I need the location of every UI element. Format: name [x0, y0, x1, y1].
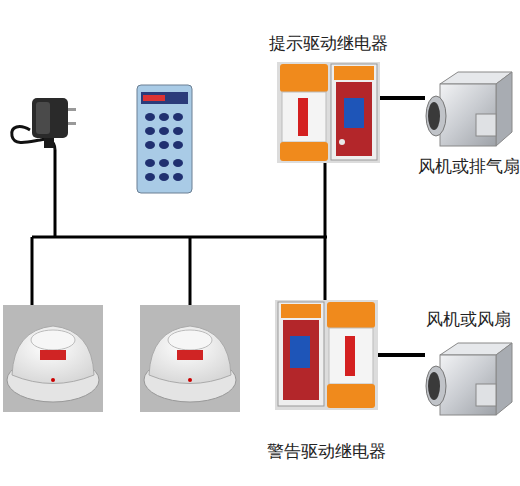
wire-connector — [378, 353, 425, 357]
wire-connector — [380, 96, 425, 100]
inline-fan — [426, 72, 512, 146]
device-node: 风机或风扇 — [425, 308, 512, 416]
device-node: 警告驱动继电器 — [275, 300, 378, 465]
device-label: 提示驱动继电器 — [269, 32, 388, 54]
bus-wire — [32, 150, 327, 306]
power-adapter — [12, 98, 76, 150]
device-node: 提示驱动继电器 — [277, 32, 380, 163]
inline-fan — [426, 343, 512, 415]
smoke-detector — [3, 305, 103, 412]
device-node: 风机或排气扇 — [425, 72, 512, 180]
remote-control — [137, 85, 192, 193]
device-label: 警告驱动继电器 — [267, 440, 386, 462]
device-label: 风机或风扇 — [426, 308, 511, 330]
device-label: 风机或排气扇 — [418, 155, 520, 177]
smoke-detector — [140, 305, 240, 412]
relay-module — [275, 300, 378, 410]
relay-module — [277, 62, 380, 163]
wire-connector — [324, 163, 327, 300]
